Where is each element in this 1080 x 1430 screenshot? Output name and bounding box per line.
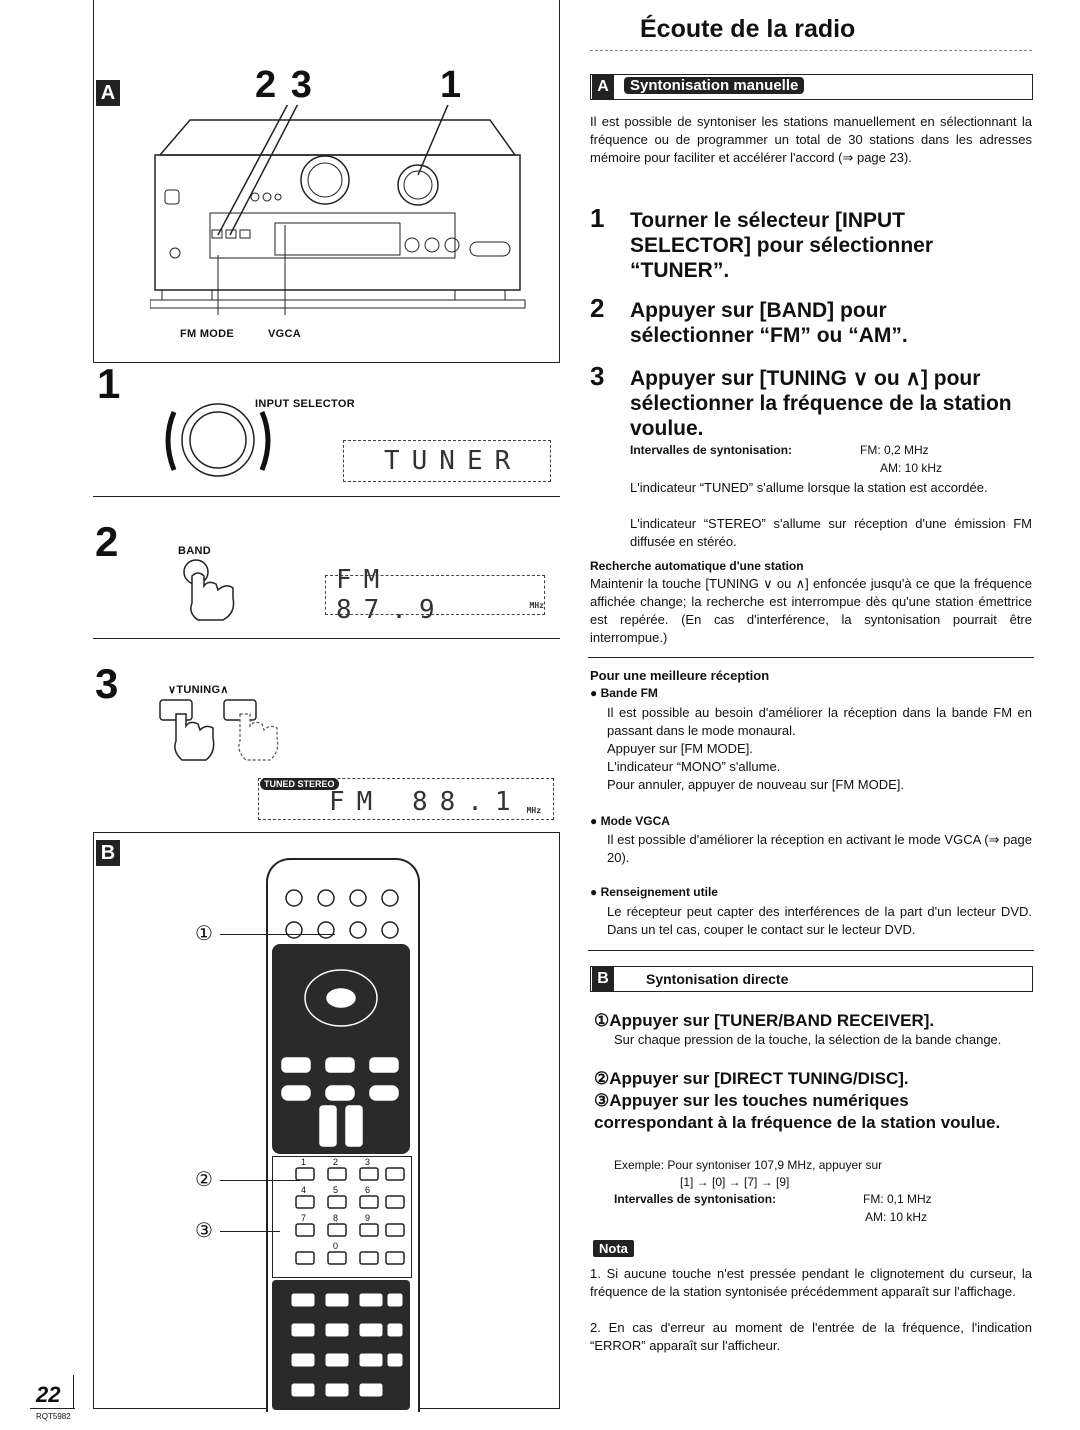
lcd-fm-2: FM 88.1 MHz xyxy=(258,778,554,820)
intervals-label: Intervalles de syntonisation: xyxy=(630,443,793,457)
direct-step-3: ③Appuyer sur les touches numériques corr… xyxy=(594,1091,1001,1132)
lcd-mhz-2: MHz xyxy=(526,806,542,815)
step-3-num: 3 xyxy=(590,361,605,391)
fm-mode-label: FM MODE xyxy=(180,328,235,340)
band-label: BAND xyxy=(178,545,211,557)
figure-a-box xyxy=(93,0,560,363)
keypad-number-2: 2 xyxy=(333,1157,339,1167)
intervals2-label: Intervalles de syntonisation: xyxy=(614,1192,777,1206)
intervals2-fm: FM: 0,1 MHz xyxy=(863,1192,932,1206)
page-number-rule xyxy=(30,1408,75,1409)
section-b-header-tag: B xyxy=(592,967,614,991)
callout-1: 1 xyxy=(440,64,462,106)
nota-badge: Nota xyxy=(593,1240,634,1257)
divider-2 xyxy=(93,638,560,639)
keypad-number-0: 0 xyxy=(333,1241,339,1251)
info-text: Le récepteur peut capter des interférenc… xyxy=(607,904,1032,937)
direct-step-1: ①Appuyer sur [TUNER/BAND RECEIVER]. xyxy=(594,1011,935,1030)
keypad-number-5: 5 xyxy=(333,1185,339,1195)
lcd-fm-1: FM 87.9 MHz xyxy=(325,565,545,625)
remote-callout-1-line xyxy=(220,934,335,935)
step-2-text: Appuyer sur [BAND] pour sélectionner “FM… xyxy=(630,299,908,347)
section-b-tag: B xyxy=(96,840,120,866)
band-button-hand-icon xyxy=(183,559,235,621)
direct-step-2: ②Appuyer sur [DIRECT TUNING/DISC]. xyxy=(594,1069,909,1088)
fm-band-line-3: L'indicateur “MONO” s'allume. xyxy=(607,759,781,774)
vgca-text: Il est possible d'améliorer la réception… xyxy=(607,832,1032,865)
step-3-number: 3 xyxy=(95,660,119,707)
tuned-note: L'indicateur “TUNED” s'allume lorsque la… xyxy=(630,480,988,495)
fm-band-title-text: Bande FM xyxy=(600,686,658,700)
page-number: 22 xyxy=(36,1382,61,1407)
section-a-header-tag: A xyxy=(592,75,614,99)
receiver-illustration xyxy=(150,105,526,315)
better-reception-title: Pour une meilleure réception xyxy=(590,668,770,683)
example-keys: [1] → [0] → [7] → [9] xyxy=(680,1175,790,1189)
example-text: Exemple: Pour syntoniser 107,9 MHz, appu… xyxy=(614,1158,883,1172)
lcd-fm-2-text: FM 88.1 xyxy=(329,787,523,817)
fm-band-title: ● Bande FM xyxy=(590,686,658,700)
info-title-text: Renseignement utile xyxy=(600,885,718,899)
page-title: Écoute de la radio xyxy=(640,15,856,43)
intervals-fm: FM: 0,2 MHz xyxy=(860,443,929,457)
step-1-text: Tourner le sélecteur [INPUT SELECTOR] po… xyxy=(630,209,933,282)
keypad-number-8: 8 xyxy=(333,1213,339,1223)
input-selector-knob-icon xyxy=(165,403,271,477)
remote-callout-3-line xyxy=(220,1231,280,1232)
lcd-tuner-text: TUNER xyxy=(384,446,523,476)
lcd-tuned-stereo-indicator: TUNED STEREO xyxy=(260,778,339,790)
lcd-fm-1-text: FM 87.9 xyxy=(336,565,447,625)
lcd-mhz-1: MHz xyxy=(529,601,544,610)
vgca-label: VGCA xyxy=(268,328,301,340)
step-1-num: 1 xyxy=(590,203,605,233)
section-a-header-title: Syntonisation manuelle xyxy=(624,77,805,94)
fm-band-line-2: Appuyer sur [FM MODE]. xyxy=(607,741,753,756)
vgca-title-text: Mode VGCA xyxy=(600,814,670,828)
remote-keypad-panel xyxy=(272,1156,412,1278)
stereo-note: L'indicateur “STEREO” s'allume sur récep… xyxy=(630,516,1032,549)
section-b-header-title: Syntonisation directe xyxy=(646,971,789,987)
divider-1 xyxy=(93,496,560,497)
keypad-number-3: 3 xyxy=(365,1157,371,1167)
keypad-number-4: 4 xyxy=(301,1185,307,1195)
intervals2-am: AM: 10 kHz xyxy=(865,1210,928,1224)
info-title: ● Renseignement utile xyxy=(590,885,718,899)
vgca-title: ● Mode VGCA xyxy=(590,814,670,828)
note-2: 2. En cas d'erreur au moment de l'entrée… xyxy=(590,1320,1032,1353)
input-selector-label: INPUT SELECTOR xyxy=(255,398,355,410)
callout-2-3: 2 3 xyxy=(255,64,314,106)
divider-right-2 xyxy=(588,950,1034,951)
remote-callout-3: ③ xyxy=(195,1220,213,1242)
title-rule xyxy=(590,50,1032,51)
auto-search-title: Recherche automatique d'une station xyxy=(590,559,804,573)
section-b-header xyxy=(590,966,1033,992)
step-2-num: 2 xyxy=(590,293,605,323)
note-1: 1. Si aucune touche n'est pressée pendan… xyxy=(590,1266,1032,1299)
keypad-number-6: 6 xyxy=(365,1185,371,1195)
tuning-label: ∨TUNING∧ xyxy=(168,684,229,696)
remote-callout-1: ① xyxy=(195,923,213,945)
remote-callout-2: ② xyxy=(195,1169,213,1191)
remote-details xyxy=(281,889,405,1397)
doc-code: RQT5982 xyxy=(36,1412,71,1421)
step-3-text: Appuyer sur [TUNING ∨ ou ∧] pour sélecti… xyxy=(630,367,1012,440)
tuning-buttons-hand-icon xyxy=(159,699,279,761)
section-a-header xyxy=(590,74,1033,100)
fm-band-line-4: Pour annuler, appuyer de nouveau sur [FM… xyxy=(607,777,904,792)
fm-band-line-1: Il est possible au besoin d'améliorer la… xyxy=(607,705,1032,738)
auto-search-text: Maintenir la touche [TUNING ∨ ou ∧] enfo… xyxy=(590,576,1032,645)
direct-step-1-note: Sur chaque pression de la touche, la sél… xyxy=(614,1032,1002,1047)
divider-right-1 xyxy=(588,657,1034,658)
intro-paragraph: Il est possible de syntoniser les statio… xyxy=(590,114,1032,165)
keypad-number-1: 1 xyxy=(301,1157,307,1167)
step-1-number: 1 xyxy=(97,360,121,407)
page-number-bar xyxy=(73,1375,74,1409)
step-2-number: 2 xyxy=(95,518,119,565)
keypad-number-9: 9 xyxy=(365,1213,371,1223)
lcd-tuner: TUNER xyxy=(343,440,551,482)
intervals-am: AM: 10 kHz xyxy=(880,461,943,475)
section-a-tag: A xyxy=(96,80,120,106)
keypad-number-7: 7 xyxy=(301,1213,307,1223)
remote-callout-2-line xyxy=(220,1180,300,1181)
